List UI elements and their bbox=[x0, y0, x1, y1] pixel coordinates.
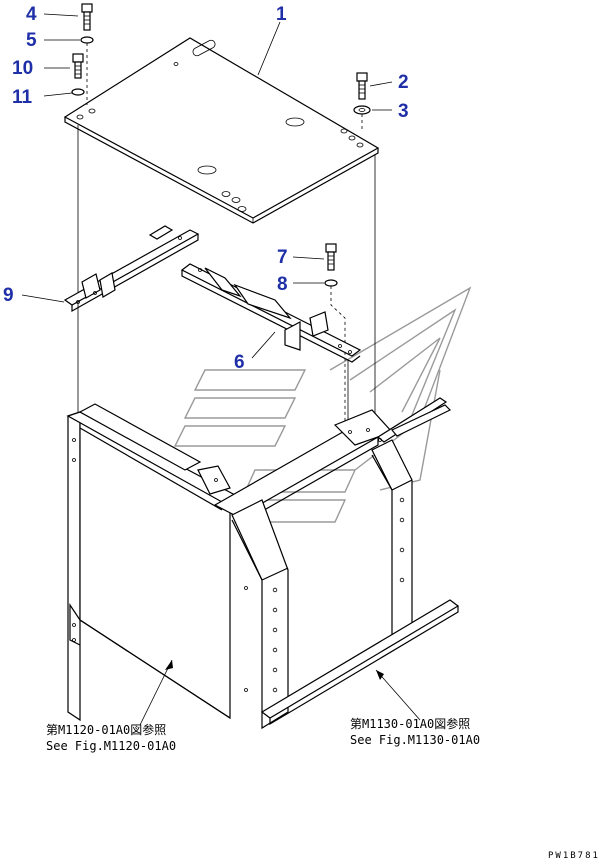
bolt-7 bbox=[325, 243, 337, 271]
callout-6: 6 bbox=[234, 352, 245, 373]
bolt-4 bbox=[81, 3, 93, 31]
ref-left-en: See Fig.M1120-01A0 bbox=[46, 739, 176, 753]
callout-1: 1 bbox=[276, 4, 287, 25]
washer-11 bbox=[71, 88, 85, 96]
washer-3 bbox=[353, 105, 371, 115]
ref-right-en: See Fig.M1130-01A0 bbox=[350, 733, 480, 747]
bracket-6 bbox=[180, 263, 362, 363]
callout-9: 9 bbox=[3, 285, 14, 306]
bolt-10 bbox=[72, 53, 84, 79]
bolt-2 bbox=[356, 72, 368, 100]
callout-2: 2 bbox=[398, 72, 409, 93]
callout-3: 3 bbox=[398, 101, 409, 122]
washer-8 bbox=[324, 279, 338, 287]
frame bbox=[66, 397, 460, 730]
callout-numbers: 1 2 3 4 5 6 7 8 9 10 11 bbox=[3, 4, 409, 373]
washer-5 bbox=[80, 36, 94, 44]
drawing-code: PW1B781 bbox=[548, 851, 600, 861]
callout-8: 8 bbox=[277, 274, 288, 295]
cover-plate bbox=[63, 37, 380, 224]
reference-notes: 第M1120-01A0図参照 See Fig.M1120-01A0 第M1130… bbox=[46, 716, 480, 753]
callout-7: 7 bbox=[277, 247, 288, 268]
callout-5: 5 bbox=[26, 30, 37, 51]
ref-left-jp: 第M1120-01A0図参照 bbox=[46, 722, 166, 737]
leader-lines bbox=[21, 13, 421, 726]
callout-11: 11 bbox=[12, 87, 33, 108]
ref-right-jp: 第M1130-01A0図参照 bbox=[350, 716, 470, 731]
callout-10: 10 bbox=[12, 58, 33, 79]
callout-4: 4 bbox=[26, 4, 37, 25]
bracket-9 bbox=[63, 225, 200, 313]
